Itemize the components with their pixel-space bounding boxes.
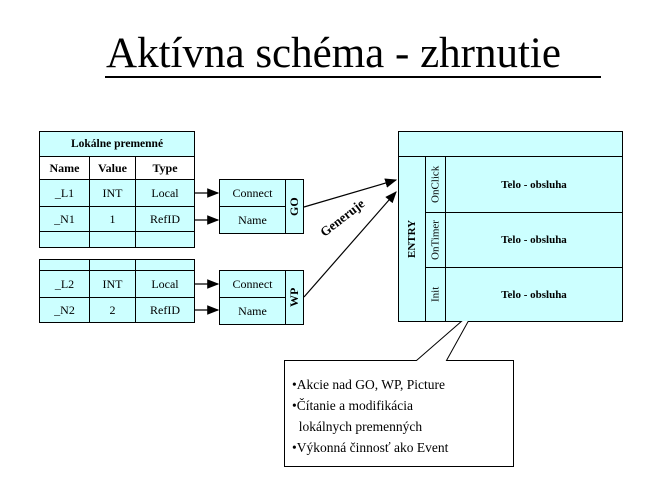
table-cell: 2 xyxy=(90,298,135,322)
wp-tag: WP xyxy=(286,271,303,324)
callout-line: •Čítanie a modifikácia xyxy=(292,398,413,413)
table-empty-cell xyxy=(136,232,194,247)
handler-body: Telo - obsluha xyxy=(446,157,622,212)
table-cell: RefID xyxy=(136,207,194,231)
table-cell: _N2 xyxy=(40,298,89,322)
wp-name: Name xyxy=(220,298,285,324)
event-onclick: OnClick xyxy=(426,157,445,212)
table-cell: RefID xyxy=(136,298,194,322)
table-cell: _L2 xyxy=(40,271,89,297)
callout-line: lokálnych premenných xyxy=(292,419,423,434)
page-title: Aktívna schéma - zhrnutie xyxy=(106,30,561,77)
callout-text: •Akcie nad GO, WP, Picture •Čítanie a mo… xyxy=(292,374,510,458)
go-tag: GO xyxy=(286,180,303,233)
title-underline xyxy=(105,76,601,78)
table-empty-cell xyxy=(40,260,89,270)
table-cell: _N1 xyxy=(40,207,89,231)
header-value: Value xyxy=(98,160,127,175)
table-empty-cell xyxy=(40,232,89,247)
table-cell: INT xyxy=(90,271,135,297)
go-connect: Connect xyxy=(220,180,285,206)
table-caption: Lokálne premenné xyxy=(40,132,194,156)
right-box-header xyxy=(399,132,622,156)
go-name: Name xyxy=(220,207,285,233)
table-empty-cell xyxy=(90,260,135,270)
entry-label: ENTRY xyxy=(399,157,425,321)
header-name: Name xyxy=(49,160,80,175)
callout-line: •Výkonná činnosť ako Event xyxy=(292,440,449,455)
table-empty-cell xyxy=(136,260,194,270)
table-cell: INT xyxy=(90,180,135,206)
table-cell: _L1 xyxy=(40,180,89,206)
event-ontimer: OnTimer xyxy=(426,213,445,267)
handler-body: Telo - obsluha xyxy=(446,213,622,267)
header-type: Type xyxy=(152,160,178,175)
table-empty-cell xyxy=(90,232,135,247)
handler-body: Telo - obsluha xyxy=(446,268,622,321)
table-cell: 1 xyxy=(90,207,135,231)
callout-line: •Akcie nad GO, WP, Picture xyxy=(292,377,445,392)
event-init: Init xyxy=(426,268,445,321)
table-cell: Local xyxy=(136,271,194,297)
table-cell: Local xyxy=(136,180,194,206)
wp-connect: Connect xyxy=(220,271,285,297)
